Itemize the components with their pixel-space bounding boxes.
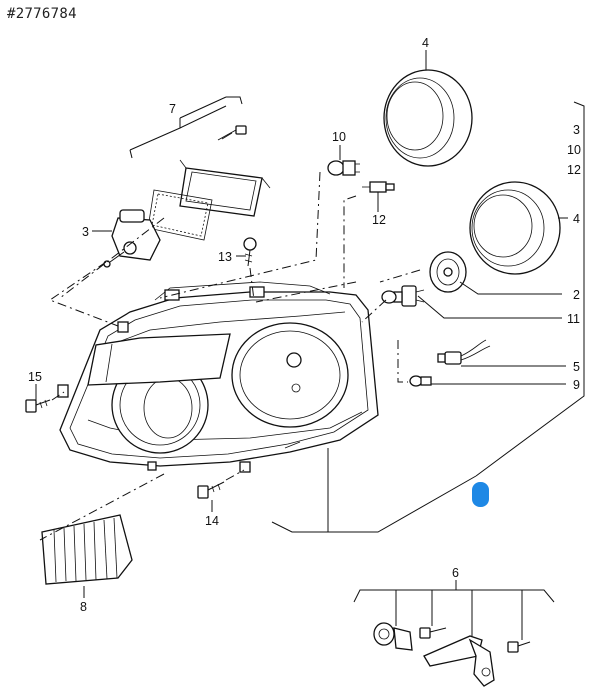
part-9-small-lamp xyxy=(409,375,432,387)
headlight-housing xyxy=(57,281,379,473)
label-part-10-bulb[interactable]: 10 xyxy=(332,130,346,144)
label-part-5[interactable]: 5 xyxy=(573,360,580,374)
part-8-side-reflector xyxy=(41,514,133,585)
part-3-levelling-motor xyxy=(103,209,161,268)
part-12-socket xyxy=(362,181,395,193)
callout-lines xyxy=(35,50,585,640)
assembly-lines xyxy=(39,171,421,541)
label-part-3-left[interactable]: 3 xyxy=(82,225,89,239)
diagram-id: #2776784 xyxy=(7,6,77,22)
label-part-3-bracket[interactable]: 3 xyxy=(573,123,580,137)
label-part-6[interactable]: 6 xyxy=(452,566,459,580)
part-2-retainer-ring xyxy=(429,251,467,293)
part-10-small-bulb xyxy=(327,160,360,176)
part-6-mounting-kit xyxy=(373,622,531,687)
part-15-screw xyxy=(25,399,51,413)
label-part-13[interactable]: 13 xyxy=(218,250,232,264)
part-5-bulb-holder xyxy=(437,339,491,365)
label-part-11[interactable]: 11 xyxy=(567,312,580,326)
part-4-top-ring-cap xyxy=(383,69,473,167)
highlight-marker[interactable] xyxy=(472,482,489,507)
label-part-4-top[interactable]: 4 xyxy=(422,36,429,50)
label-part-15[interactable]: 15 xyxy=(28,370,42,384)
label-part-8[interactable]: 8 xyxy=(80,600,87,614)
part-11-bulb xyxy=(381,285,425,307)
label-part-9[interactable]: 9 xyxy=(573,378,580,392)
part-13-screw xyxy=(243,237,257,267)
label-part-12-socket[interactable]: 12 xyxy=(372,213,386,227)
label-part-10-bracket[interactable]: 10 xyxy=(567,143,581,157)
label-part-12-bracket[interactable]: 12 xyxy=(567,163,581,177)
part-4-right-ring-cap xyxy=(469,181,561,275)
part-14-screw xyxy=(197,481,225,499)
label-part-14[interactable]: 14 xyxy=(205,514,219,528)
label-part-2[interactable]: 2 xyxy=(573,288,580,302)
label-part-7[interactable]: 7 xyxy=(169,102,176,116)
label-part-4-right[interactable]: 4 xyxy=(573,212,580,226)
part-7-screw xyxy=(217,125,247,141)
part-7-cover-plate xyxy=(147,159,271,241)
